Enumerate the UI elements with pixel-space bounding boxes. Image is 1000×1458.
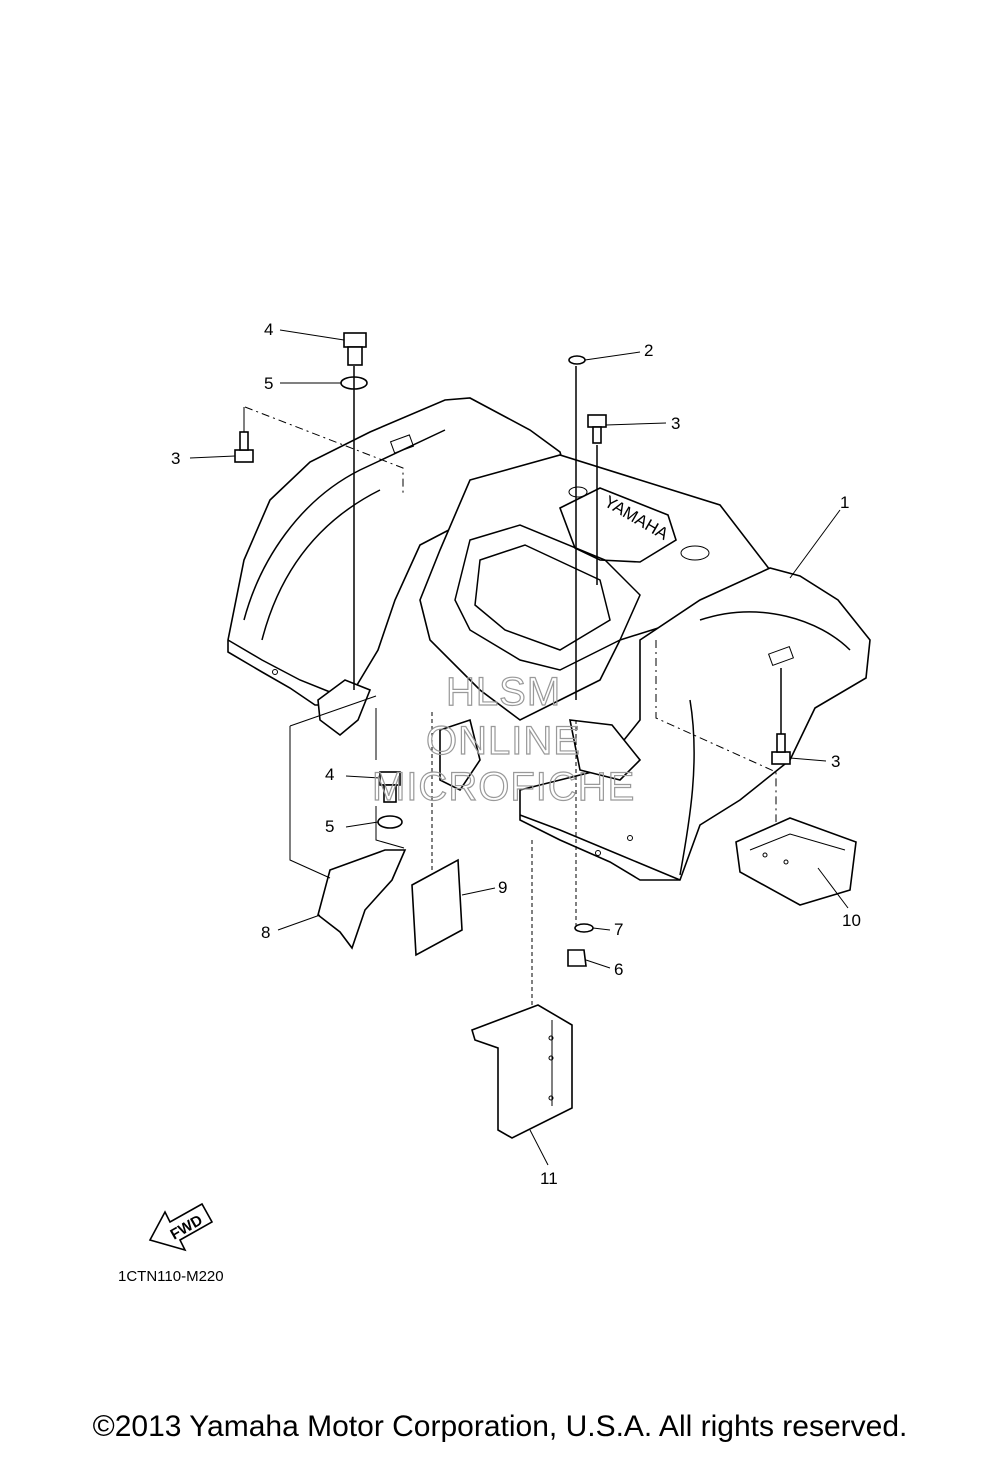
- part-9-plate: [411, 858, 463, 957]
- callout-5: 5: [264, 374, 273, 393]
- rear-fender: YAMAHA: [227, 397, 871, 881]
- part-5-washer: [377, 815, 403, 829]
- callout-3: 3: [671, 414, 680, 433]
- callout-11: 11: [540, 1169, 558, 1188]
- callout-9: 9: [498, 878, 507, 897]
- callout-6: 6: [614, 960, 623, 979]
- callout-1: 1: [840, 493, 849, 512]
- part-4-bolt: [379, 771, 401, 803]
- callout-10: 10: [842, 911, 861, 930]
- part-4-bolt: [343, 332, 367, 366]
- callout-5: 5: [325, 817, 334, 836]
- callout-3: 3: [831, 752, 840, 771]
- part-10-guard: [735, 817, 857, 906]
- part-11-panel: [471, 1004, 573, 1139]
- fwd-arrow-icon: FWD: [148, 1202, 214, 1252]
- callout-2: 2: [644, 341, 653, 360]
- part-3-screw: [234, 431, 254, 463]
- watermark-line-1: HLSM: [446, 670, 561, 714]
- watermark-line-2: ONLINE: [426, 719, 581, 763]
- callout-3: 3: [171, 449, 180, 468]
- part-8-flap: [317, 849, 407, 950]
- watermark: HLSM ONLINE MICROFICHE: [371, 669, 635, 809]
- callout-8: 8: [261, 923, 270, 942]
- part-7-clip: [574, 923, 594, 933]
- watermark-line-3: MICROFICHE: [372, 765, 635, 809]
- callout-7: 7: [614, 920, 623, 939]
- part-6-grommet: [567, 949, 587, 967]
- callout-4: 4: [264, 320, 273, 339]
- part-2-cap: [568, 355, 586, 365]
- copyright-notice: ©2013 Yamaha Motor Corporation, U.S.A. A…: [92, 1410, 908, 1443]
- drawing-code: 1CTN110-M220: [118, 1268, 224, 1285]
- part-3-screw: [587, 414, 607, 444]
- callout-4: 4: [325, 765, 334, 784]
